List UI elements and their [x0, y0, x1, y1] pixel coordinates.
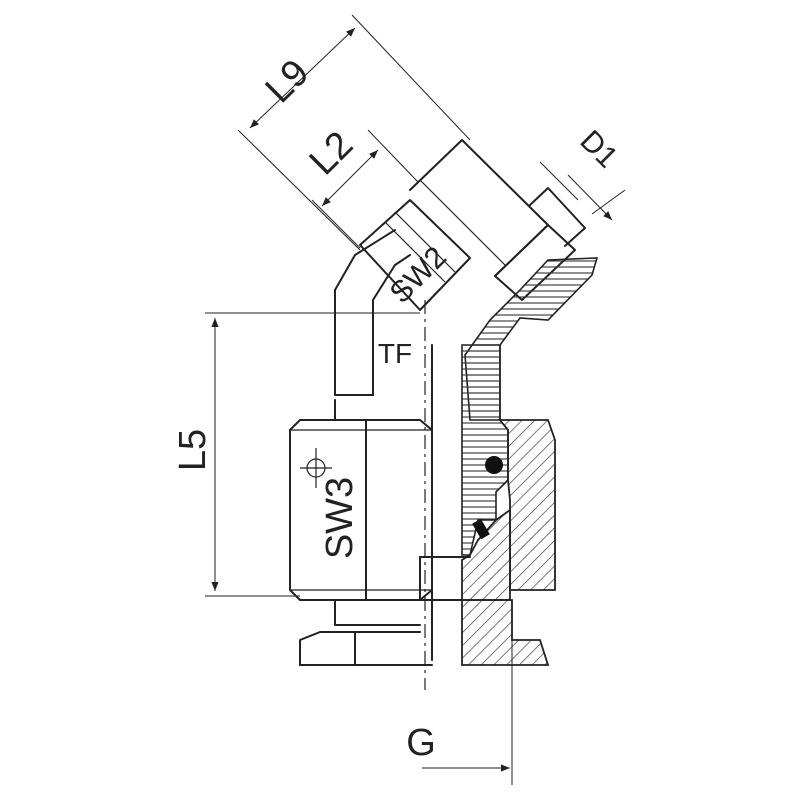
swivel-nut-sw3: [289, 419, 433, 601]
spigot: [299, 399, 433, 666]
label-sw2: SW2: [384, 241, 453, 310]
dimension-g: [422, 600, 513, 785]
label-tf: TF: [378, 338, 412, 369]
nut-section: [461, 419, 556, 666]
dimension-d1: [539, 161, 626, 221]
dimension-l5: [205, 312, 420, 597]
dimension-l2: [311, 129, 419, 249]
label-l9: L9: [258, 52, 318, 112]
label-g: G: [406, 722, 436, 764]
label-l5: L5: [172, 429, 214, 471]
label-l2: L2: [302, 124, 362, 184]
dimension-l9: [237, 14, 471, 251]
label-d1: D1: [573, 124, 623, 174]
label-sw3: SW3: [319, 477, 361, 559]
